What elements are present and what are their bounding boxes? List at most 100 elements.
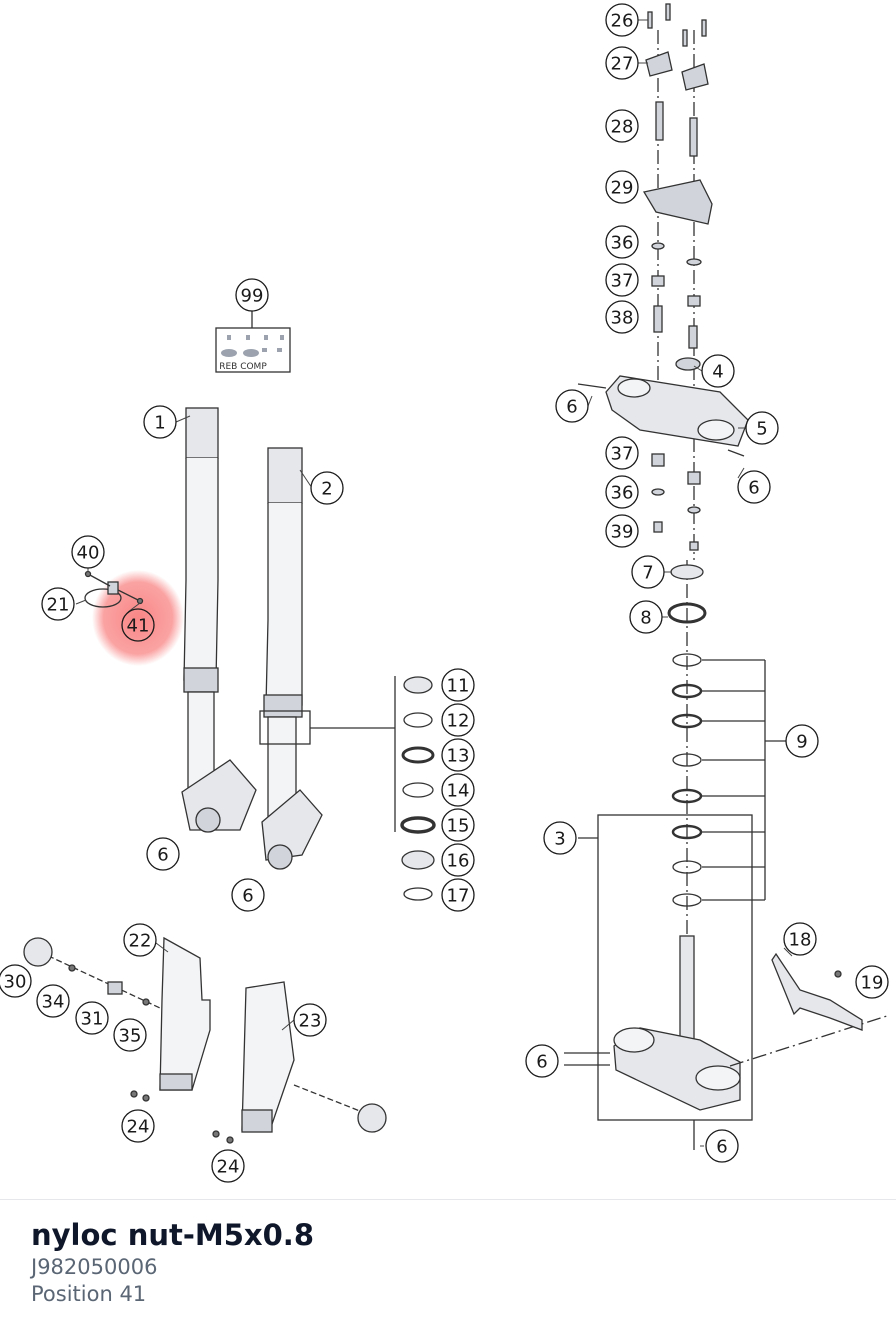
callout-label: 18	[789, 930, 812, 951]
callout-label: 26	[611, 11, 634, 32]
callout-6[interactable]: 6	[705, 1129, 739, 1163]
callout-circle	[123, 923, 157, 957]
callout-22[interactable]: 22	[123, 923, 157, 957]
callout-label: 21	[47, 595, 70, 616]
callout-label: 3	[554, 829, 565, 850]
callout-circle	[737, 470, 771, 504]
callout-6[interactable]: 6	[737, 470, 771, 504]
callout-circle	[605, 436, 639, 470]
callout-label: 6	[748, 478, 759, 499]
callout-40[interactable]: 40	[71, 535, 105, 569]
callout-17[interactable]: 17	[441, 878, 475, 912]
callout-15[interactable]: 15	[441, 808, 475, 842]
callout-16[interactable]: 16	[441, 843, 475, 877]
callout-circle	[441, 808, 475, 842]
callout-circle	[293, 1003, 327, 1037]
callout-21[interactable]: 21	[41, 587, 75, 621]
callout-circle	[605, 225, 639, 259]
callout-label: 99	[241, 286, 264, 307]
callout-34[interactable]: 34	[36, 984, 70, 1018]
callout-label: 24	[217, 1157, 240, 1178]
callout-circle	[631, 555, 665, 589]
callout-37[interactable]: 37	[605, 436, 639, 470]
lower-triple-clamp	[564, 935, 891, 1150]
callout-circle	[310, 471, 344, 505]
callout-circle	[605, 109, 639, 143]
callout-39[interactable]: 39	[605, 514, 639, 548]
callout-8[interactable]: 8	[629, 600, 663, 634]
callout-label: 19	[861, 973, 884, 994]
callout-label: 39	[611, 522, 634, 543]
callout-circle	[36, 984, 70, 1018]
callout-label: 6	[566, 397, 577, 418]
callout-26[interactable]: 26	[605, 3, 639, 37]
callout-label: 37	[611, 444, 634, 465]
callout-30[interactable]: 30	[0, 964, 32, 998]
callout-24[interactable]: 24	[211, 1149, 245, 1183]
callout-24[interactable]: 24	[121, 1109, 155, 1143]
callout-circle	[113, 1018, 147, 1052]
callout-2[interactable]: 2	[310, 471, 344, 505]
callout-35[interactable]: 35	[113, 1018, 147, 1052]
callout-28[interactable]: 28	[605, 109, 639, 143]
callout-9[interactable]: 9	[785, 724, 819, 758]
callout-14[interactable]: 14	[441, 773, 475, 807]
callout-label: 12	[447, 711, 470, 732]
callout-4[interactable]: 4	[701, 354, 735, 388]
callout-label: 41	[127, 616, 150, 637]
callout-circle	[783, 922, 817, 956]
callout-label: 15	[447, 816, 470, 837]
clamp-assembly	[84, 570, 144, 608]
handlebar-clamps	[642, 3, 713, 349]
callout-label: 37	[611, 271, 634, 292]
callout-27[interactable]: 27	[605, 46, 639, 80]
callout-36[interactable]: 36	[605, 225, 639, 259]
callout-19[interactable]: 19	[855, 965, 889, 999]
callout-label: 6	[157, 845, 168, 866]
callout-11[interactable]: 11	[441, 668, 475, 702]
callout-6[interactable]: 6	[525, 1044, 559, 1078]
callout-label: 36	[611, 233, 634, 254]
part-position: Position 41	[31, 1282, 147, 1306]
callout-1[interactable]: 1	[143, 405, 177, 439]
callout-label: 4	[712, 362, 723, 383]
callout-29[interactable]: 29	[605, 170, 639, 204]
callout-circle	[441, 878, 475, 912]
callout-5[interactable]: 5	[745, 411, 779, 445]
callout-circle	[441, 738, 475, 772]
callout-label: 23	[299, 1011, 322, 1032]
callout-13[interactable]: 13	[441, 738, 475, 772]
callout-circle	[605, 300, 639, 334]
callout-3[interactable]: 3	[543, 821, 577, 855]
callout-6[interactable]: 6	[555, 389, 589, 423]
callout-31[interactable]: 31	[75, 1001, 109, 1035]
kit-box	[215, 327, 291, 373]
callout-label: 36	[611, 483, 634, 504]
callout-6[interactable]: 6	[146, 837, 180, 871]
callout-circle	[605, 170, 639, 204]
callout-circle	[701, 354, 735, 388]
callout-36[interactable]: 36	[605, 475, 639, 509]
callout-circle	[605, 46, 639, 80]
callout-38[interactable]: 38	[605, 300, 639, 334]
callout-12[interactable]: 12	[441, 703, 475, 737]
callout-41[interactable]: 41	[121, 608, 155, 642]
callout-label: 8	[640, 608, 651, 629]
callout-circle	[555, 389, 589, 423]
callout-99[interactable]: 99	[235, 278, 269, 312]
callout-18[interactable]: 18	[783, 922, 817, 956]
callout-7[interactable]: 7	[631, 555, 665, 589]
fork-guard-left	[159, 936, 211, 1091]
callout-23[interactable]: 23	[293, 1003, 327, 1037]
callout-label: 6	[242, 886, 253, 907]
callout-circle	[235, 278, 269, 312]
callout-circle	[605, 475, 639, 509]
callout-label: 30	[4, 972, 27, 993]
callout-label: 6	[716, 1137, 727, 1158]
part-number: J982050006	[31, 1255, 158, 1279]
callout-label: 34	[42, 992, 65, 1013]
nyloc-nut-41[interactable]	[136, 597, 144, 605]
callout-circle	[231, 878, 265, 912]
callout-6[interactable]: 6	[231, 878, 265, 912]
callout-37[interactable]: 37	[605, 263, 639, 297]
